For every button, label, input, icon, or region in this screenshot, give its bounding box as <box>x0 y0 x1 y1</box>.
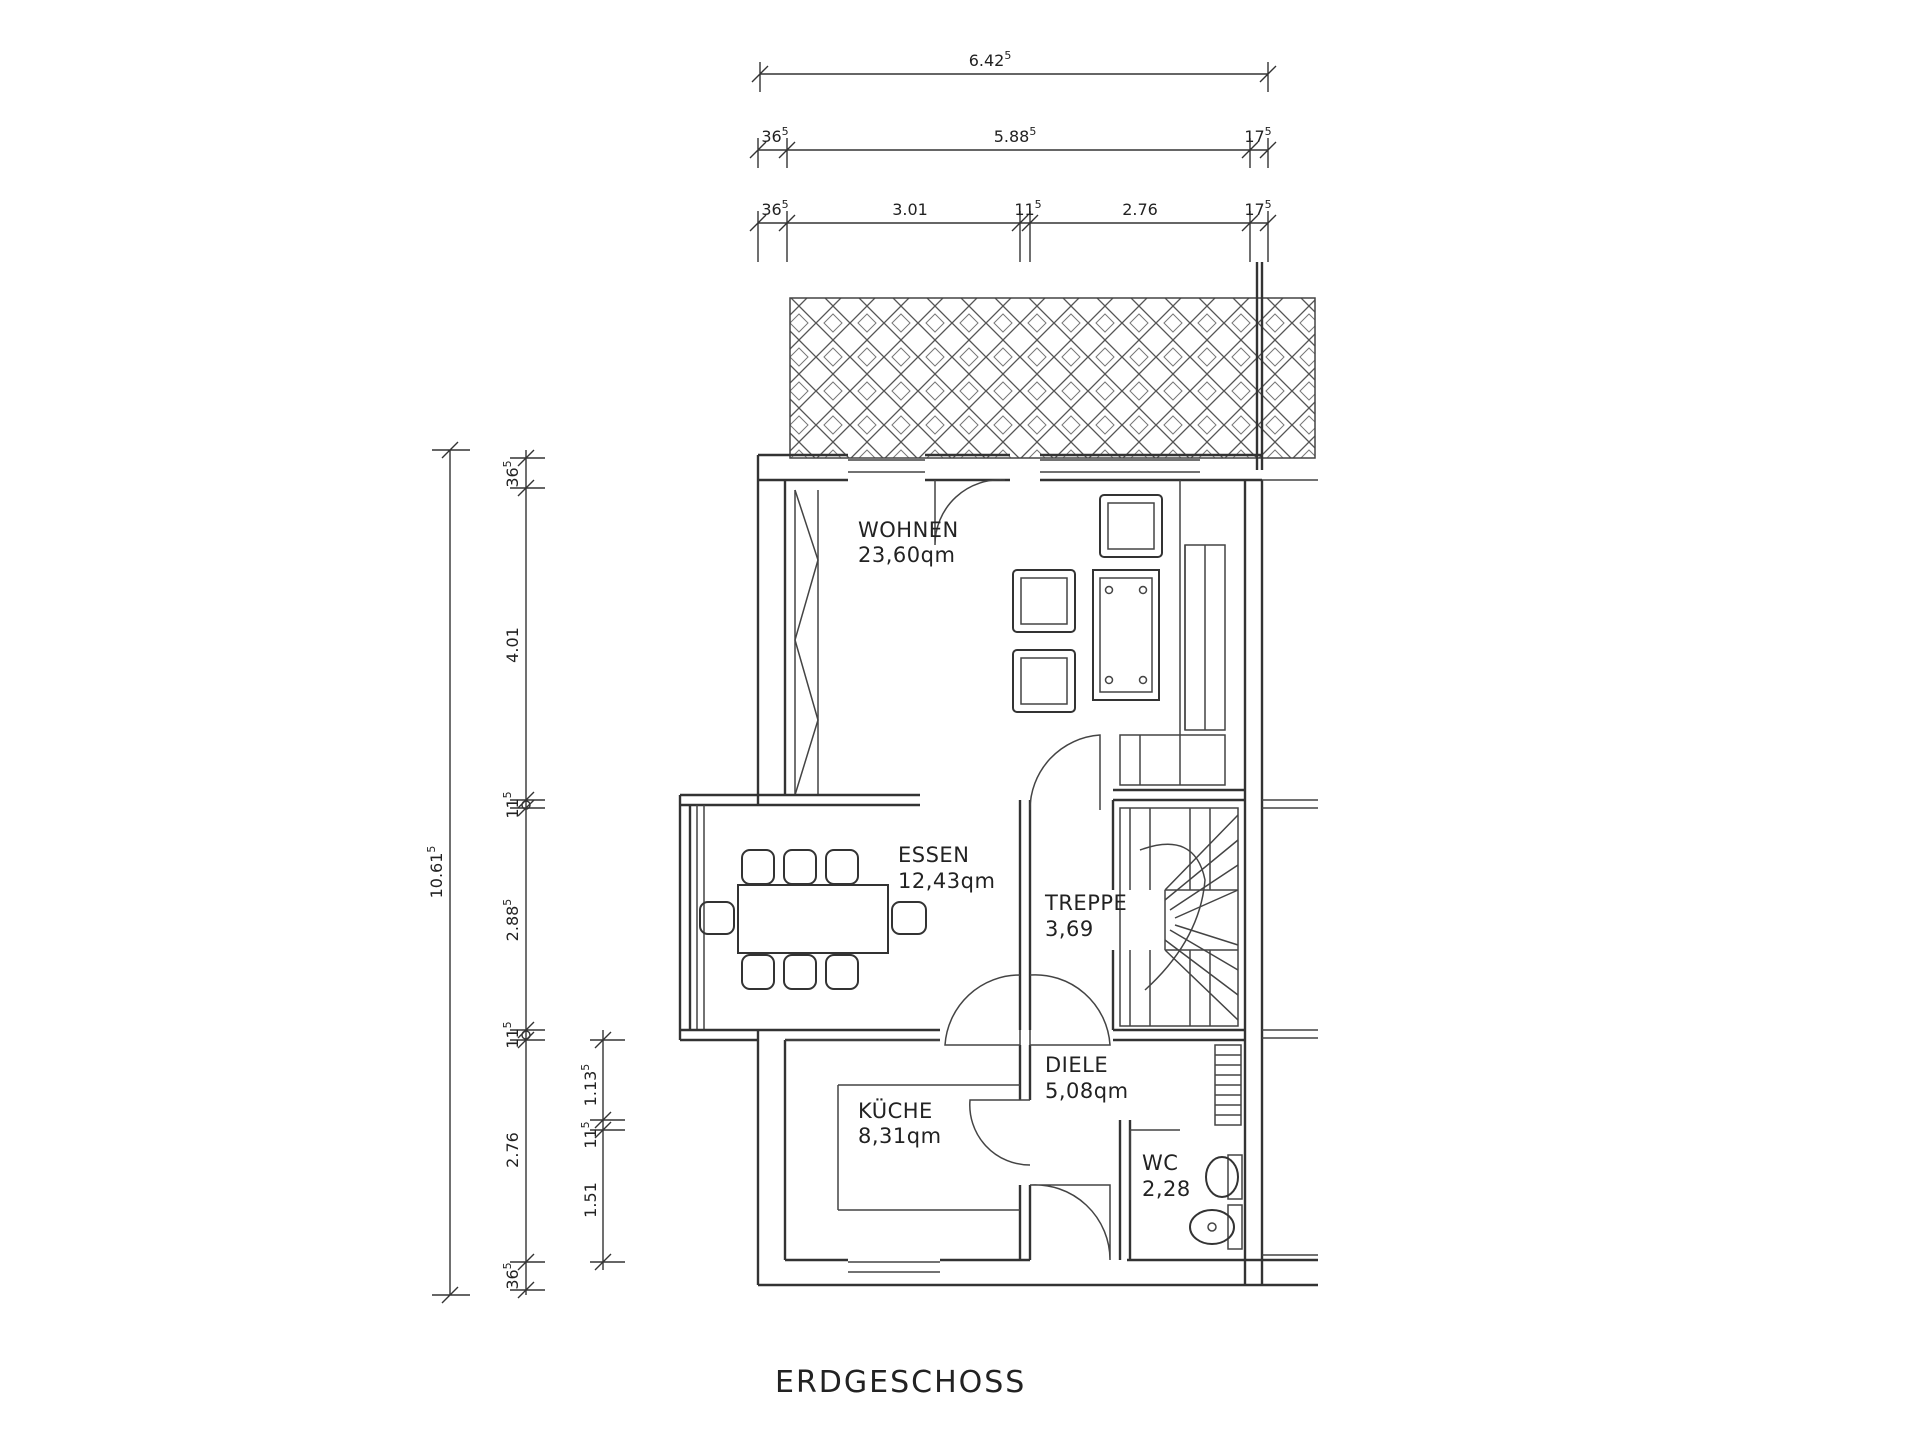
left-dimensions <box>432 441 625 1304</box>
svg-text:115: 115 <box>579 1121 600 1148</box>
svg-text:365: 365 <box>761 198 788 219</box>
room-kueche-name: KÜCHE <box>858 1098 933 1123</box>
dim-left-3: 2.88 <box>503 906 522 942</box>
dim-left-total: 10.61 <box>427 853 446 899</box>
shelf <box>1214 1044 1242 1126</box>
svg-text:10.615: 10.615 <box>425 846 446 899</box>
dim-row3-4: 17 <box>1244 200 1264 219</box>
room-wc-name: WC <box>1142 1151 1178 1175</box>
dim-row2-1: 5.88 <box>994 127 1030 146</box>
dim-row2-0: 36 <box>761 127 781 146</box>
doors <box>934 479 1131 1261</box>
svg-text:115: 115 <box>1014 198 1041 219</box>
svg-text:1.51: 1.51 <box>581 1182 600 1218</box>
dim-row3-4-sup: 5 <box>1265 198 1272 211</box>
dim-row3-0: 36 <box>761 200 781 219</box>
room-treppe-area: 3,69 <box>1045 917 1094 941</box>
dim-inner-1: 11 <box>581 1128 600 1148</box>
room-diele-name: DIELE <box>1045 1053 1108 1077</box>
room-wohnen-area: 23,60qm <box>858 543 955 567</box>
interior-walls <box>785 480 1245 1260</box>
svg-text:1.135: 1.135 <box>579 1064 600 1107</box>
room-kueche-area: 8,31qm <box>858 1124 942 1148</box>
dim-left-5: 2.76 <box>503 1132 522 1168</box>
svg-text:2.76: 2.76 <box>503 1132 522 1168</box>
room-diele-area: 5,08qm <box>1045 1079 1129 1103</box>
dim-inner-1-sup: 5 <box>579 1121 592 1128</box>
dim-left-2: 11 <box>503 798 522 818</box>
dim-row3-3: 2.76 <box>1122 200 1158 219</box>
svg-text:2.885: 2.885 <box>501 899 522 942</box>
stair <box>1119 807 1239 1027</box>
dim-left-6-sup: 5 <box>501 1262 514 1269</box>
dim-row3-1: 3.01 <box>892 200 928 219</box>
dim-inner-0: 1.13 <box>581 1071 600 1107</box>
svg-text:5.885: 5.885 <box>994 125 1037 146</box>
dim-inner-0-sup: 5 <box>579 1064 592 1071</box>
dim-inner-2: 1.51 <box>581 1182 600 1218</box>
dim-row3-2: 11 <box>1014 200 1034 219</box>
room-labels: WOHNEN 23,60qm ESSEN 12,43qm TREPPE 3,69… <box>858 518 1191 1201</box>
dim-left-2-sup: 5 <box>501 791 514 798</box>
svg-text:4.01: 4.01 <box>503 627 522 663</box>
dim-left-4: 11 <box>503 1028 522 1048</box>
dim-left-6: 36 <box>503 1269 522 1289</box>
dim-row2-2-sup: 5 <box>1265 125 1272 138</box>
svg-text:115: 115 <box>501 1021 522 1048</box>
dim-left-0-sup: 5 <box>501 460 514 467</box>
wc-fixtures <box>1189 1154 1243 1250</box>
living-furniture <box>1012 494 1163 713</box>
room-treppe-name: TREPPE <box>1044 891 1127 915</box>
terrace-paving <box>789 262 1316 470</box>
left-dimension-labels: 10.615 365 4.01 115 2.885 115 2.76 365 1… <box>425 460 600 1289</box>
dim-left-0: 36 <box>503 467 522 487</box>
dim-left-3-sup: 5 <box>501 899 514 906</box>
svg-text:3.01: 3.01 <box>892 200 928 219</box>
svg-text:175: 175 <box>1244 125 1271 146</box>
svg-text:365: 365 <box>501 1262 522 1289</box>
room-essen-name: ESSEN <box>898 843 969 867</box>
top-dimension-labels: 6.425 365 5.885 175 365 3.01 115 2.76 17… <box>761 49 1271 219</box>
svg-text:365: 365 <box>761 125 788 146</box>
plan-title: ERDGESCHOSS <box>775 1365 1026 1400</box>
dining-furniture <box>699 849 927 990</box>
dim-row2-0-sup: 5 <box>782 125 789 138</box>
svg-text:175: 175 <box>1244 198 1271 219</box>
dim-top-total-sup: 5 <box>1004 49 1011 62</box>
dim-row3-2-sup: 5 <box>1035 198 1042 211</box>
room-wohnen-name: WOHNEN <box>858 518 959 542</box>
dim-row3-0-sup: 5 <box>782 198 789 211</box>
dim-left-total-sup: 5 <box>425 846 438 853</box>
dim-top-total: 6.42 <box>969 51 1005 70</box>
top-dimensions <box>749 62 1277 262</box>
room-essen-area: 12,43qm <box>898 869 995 893</box>
svg-text:115: 115 <box>501 791 522 818</box>
room-wc-area: 2,28 <box>1142 1177 1191 1201</box>
walls <box>678 453 1318 1287</box>
dim-row2-1-sup: 5 <box>1029 125 1036 138</box>
svg-text:365: 365 <box>501 460 522 487</box>
dim-left-1: 4.01 <box>503 627 522 663</box>
dim-row2-2: 17 <box>1244 127 1264 146</box>
svg-text:2.76: 2.76 <box>1122 200 1158 219</box>
dim-left-4-sup: 5 <box>501 1021 514 1028</box>
svg-text:6.425: 6.425 <box>969 49 1012 70</box>
